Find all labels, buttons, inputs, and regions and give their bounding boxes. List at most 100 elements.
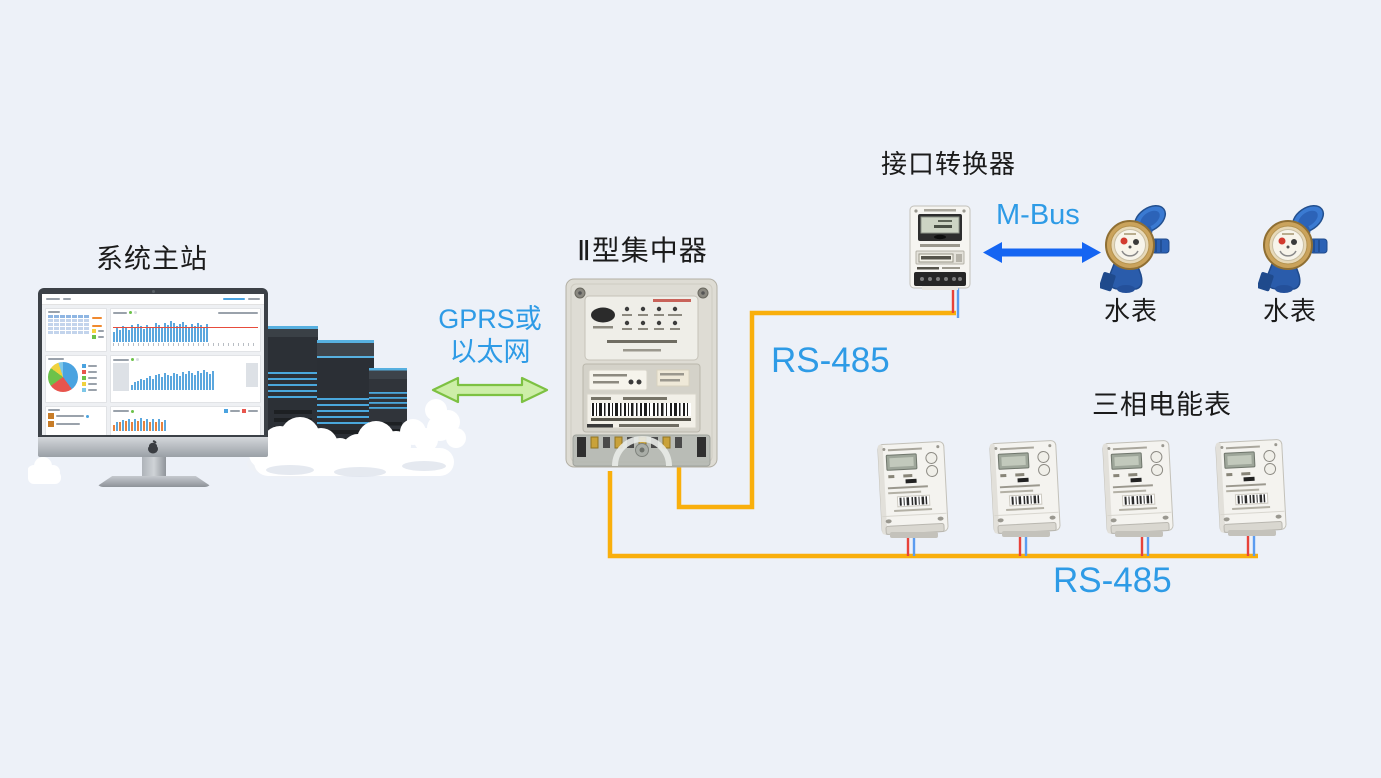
mini-bar [179, 324, 181, 342]
calendar-cell [78, 315, 83, 318]
calendar-cell [72, 319, 77, 322]
dashboard-header-link [223, 298, 245, 300]
mini-bar [122, 326, 124, 342]
three-phase-meter-illustration [989, 440, 1061, 537]
mini-bar [191, 372, 193, 390]
gprs-link-label-line1: GPRS或 [438, 304, 542, 334]
monitor-bezel [38, 288, 268, 437]
mini-bar [164, 419, 166, 431]
calendar-cell [48, 331, 53, 334]
mini-bar [134, 326, 136, 342]
calendar-cell [84, 327, 89, 330]
mini-bar [158, 419, 160, 431]
panel-calendar [45, 308, 107, 352]
mini-bar [116, 422, 118, 431]
monitor-stand-neck [142, 457, 166, 477]
mini-bar [119, 422, 121, 431]
calendar-cell [78, 331, 83, 334]
concentrator-device [565, 278, 718, 473]
converter-label: 接口转换器 [881, 149, 1017, 179]
mini-bar [188, 370, 190, 390]
dashboard-screen [42, 294, 264, 435]
mini-bar [176, 374, 178, 390]
converter-device [908, 204, 972, 297]
mini-bar [143, 329, 145, 342]
monitor-stand-base [96, 476, 212, 487]
mini-bar [185, 324, 187, 342]
concentrator-illustration [565, 278, 718, 468]
mini-bar [143, 421, 145, 431]
mini-bar [164, 373, 166, 390]
mini-bar [161, 422, 163, 431]
mini-bar [197, 322, 199, 342]
calendar-cell [66, 315, 71, 318]
mini-bar [194, 326, 196, 342]
three-phase-meter-2 [988, 438, 1062, 543]
calendar-cell [48, 327, 53, 330]
mini-bar [206, 372, 208, 390]
gprs-link-label-line2: 以太网 [449, 337, 531, 367]
mini-bar [206, 324, 208, 342]
list-item-icon [48, 421, 54, 427]
water-meter-1-label: 水表 [1104, 296, 1159, 326]
rs485-converter-label: RS-485 [771, 341, 890, 380]
mini-side-box [246, 363, 258, 387]
three-phase-meter-illustration [877, 441, 949, 538]
water-meter-illustration [1099, 204, 1170, 293]
mini-bar [125, 421, 127, 431]
mini-table [113, 363, 129, 391]
dashboard-panels [42, 305, 264, 435]
three-phase-meter-4 [1214, 437, 1288, 542]
mini-bar [167, 324, 169, 342]
mini-bar [209, 374, 211, 390]
calendar-cell [48, 315, 53, 318]
calendar-cell [60, 319, 65, 322]
mini-bar [179, 375, 181, 390]
mini-bar [167, 374, 169, 390]
calendar-cell [66, 319, 71, 322]
mini-bar [170, 321, 172, 342]
mini-bar [152, 378, 154, 390]
mini-bar [143, 380, 145, 390]
calendar-cell [54, 315, 59, 318]
gprs-double-arrow-icon [431, 376, 549, 404]
mini-bar [185, 373, 187, 390]
mini-bar [200, 373, 202, 390]
calendar-cell [60, 315, 65, 318]
mini-bar [212, 371, 214, 390]
mini-bar [155, 422, 157, 431]
mbus-link-label: M-Bus [996, 199, 1080, 231]
mini-bar [131, 325, 133, 342]
mini-bar [158, 374, 160, 390]
mini-bar [173, 372, 175, 390]
mini-bar [137, 380, 139, 390]
pie-legend-row [82, 388, 97, 392]
water-meter-1 [1099, 203, 1172, 300]
calendar-cell [78, 327, 83, 330]
dashboard-header-text [248, 298, 260, 300]
mini-bar [137, 323, 139, 342]
pie-legend [82, 362, 97, 392]
calendar-cell [54, 323, 59, 326]
mini-bar [140, 418, 142, 431]
calendar-cell [72, 331, 77, 334]
mini-bar [113, 332, 115, 342]
panel-event-list [45, 406, 107, 435]
mini-bar [158, 325, 160, 342]
mini-bar [134, 419, 136, 431]
webcam-dot-icon [152, 290, 155, 293]
mini-bar [146, 378, 148, 390]
panel-bar-chart-2 [110, 355, 261, 403]
calendar-cell [60, 327, 65, 330]
mini-bar [146, 324, 148, 342]
calendar-cell [66, 331, 71, 334]
mini-bar [122, 419, 124, 431]
calendar-cell [78, 319, 83, 322]
water-meter-2-label: 水表 [1263, 296, 1318, 326]
mini-bar [203, 327, 205, 342]
three-phase-meter-illustration [1215, 439, 1287, 536]
mini-bar [125, 327, 127, 342]
calendar-cell [54, 331, 59, 334]
mini-bar-chart-2 [131, 364, 244, 390]
